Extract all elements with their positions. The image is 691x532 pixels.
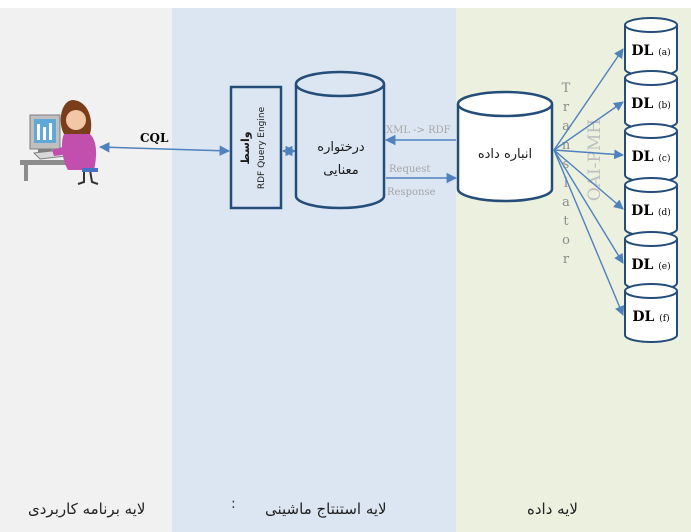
dl-tag: (c) <box>658 153 670 164</box>
dl-cylinder-top <box>624 231 678 247</box>
interface-title-fa: واسط <box>239 131 252 164</box>
dl-arrows <box>553 48 625 316</box>
oai-pmh-label: OAI-PMH <box>585 119 605 201</box>
conversion-label: XML -> RDF <box>386 125 451 136</box>
dl-arrow <box>553 149 625 316</box>
dl-label: DL (b) <box>631 96 671 112</box>
translator-letter: r <box>563 252 570 267</box>
data-layer-caption: لایه داده <box>527 500 578 518</box>
dl-cylinder-body <box>624 291 678 343</box>
translator-letter: s <box>563 157 570 172</box>
dl-label: DL (a) <box>631 43 670 59</box>
semantic-repository-cylinder: درختواره معنایی <box>294 70 386 210</box>
dl-cylinder: DL (b) <box>624 70 678 130</box>
dl-arrow <box>553 101 624 151</box>
request-label: Request <box>389 164 430 175</box>
dl-cylinder: DL (d) <box>624 177 678 237</box>
dl-arrow <box>553 48 624 151</box>
dl-name: DL <box>632 149 659 165</box>
user-at-computer-icon <box>20 100 99 185</box>
interface-box: واسط RDF Query Engine <box>229 85 283 210</box>
dl-tag: (e) <box>658 261 670 272</box>
data-store-cylinder: انباره داده <box>456 90 554 203</box>
dl-cylinder: DL (e) <box>624 231 678 291</box>
layer-separator-mark: : <box>231 496 236 512</box>
dl-tag: (b) <box>658 100 671 111</box>
translator-letter: t <box>563 214 569 229</box>
dl-cylinder-top <box>624 123 678 139</box>
translator-letter: l <box>564 176 568 191</box>
dl-cylinder-top <box>624 177 678 193</box>
dl-label: DL (e) <box>631 257 670 273</box>
translator-letter: o <box>562 233 570 248</box>
dl-cylinder-top <box>624 17 678 33</box>
translator-letter: a <box>562 119 570 134</box>
dl-cylinder: DL (f) <box>624 283 678 343</box>
translator-letter: r <box>563 100 570 115</box>
machine-layer-caption: لایه استنتاج ماشینی <box>265 500 387 518</box>
dl-label: DL (f) <box>632 309 669 325</box>
interface-title-en: RDF Query Engine <box>257 106 267 189</box>
dl-name: DL <box>631 43 658 59</box>
dl-arrow <box>553 149 624 160</box>
dl-cylinder: DL (a) <box>624 17 678 77</box>
application-layer-band <box>0 8 172 532</box>
dl-name: DL <box>632 309 659 325</box>
digital-libraries: DL (a)DL (b)DL (c)DL (d)DL (e)DL (f) <box>624 17 678 343</box>
cql-label: CQL <box>140 131 169 145</box>
dl-tag: (f) <box>659 313 669 324</box>
user-interface-arrow <box>98 142 231 156</box>
dl-tag: (a) <box>658 47 670 58</box>
dl-arrow <box>553 149 624 264</box>
dl-label: DL (d) <box>631 203 671 219</box>
dl-arrow <box>553 149 624 210</box>
dl-cylinder: DL (c) <box>624 123 678 183</box>
dl-label: DL (c) <box>632 149 671 165</box>
dl-name: DL <box>631 203 658 219</box>
dl-tag: (d) <box>658 207 671 218</box>
translator-letter: T <box>562 81 571 96</box>
dl-name: DL <box>631 96 658 112</box>
dl-name: DL <box>631 257 658 273</box>
semantic-repository-line2: معنایی <box>323 163 359 178</box>
dl-cylinder-top <box>624 283 678 299</box>
translator-letter: a <box>562 195 570 210</box>
translator-letter: n <box>562 138 571 153</box>
application-layer-caption: لایه برنامه کاربردی <box>28 500 146 518</box>
dl-cylinder-top <box>624 70 678 86</box>
data-store-label: انباره داده <box>478 147 532 162</box>
response-label: Response <box>387 187 436 198</box>
semantic-repository-line1: درختواره <box>317 140 365 155</box>
